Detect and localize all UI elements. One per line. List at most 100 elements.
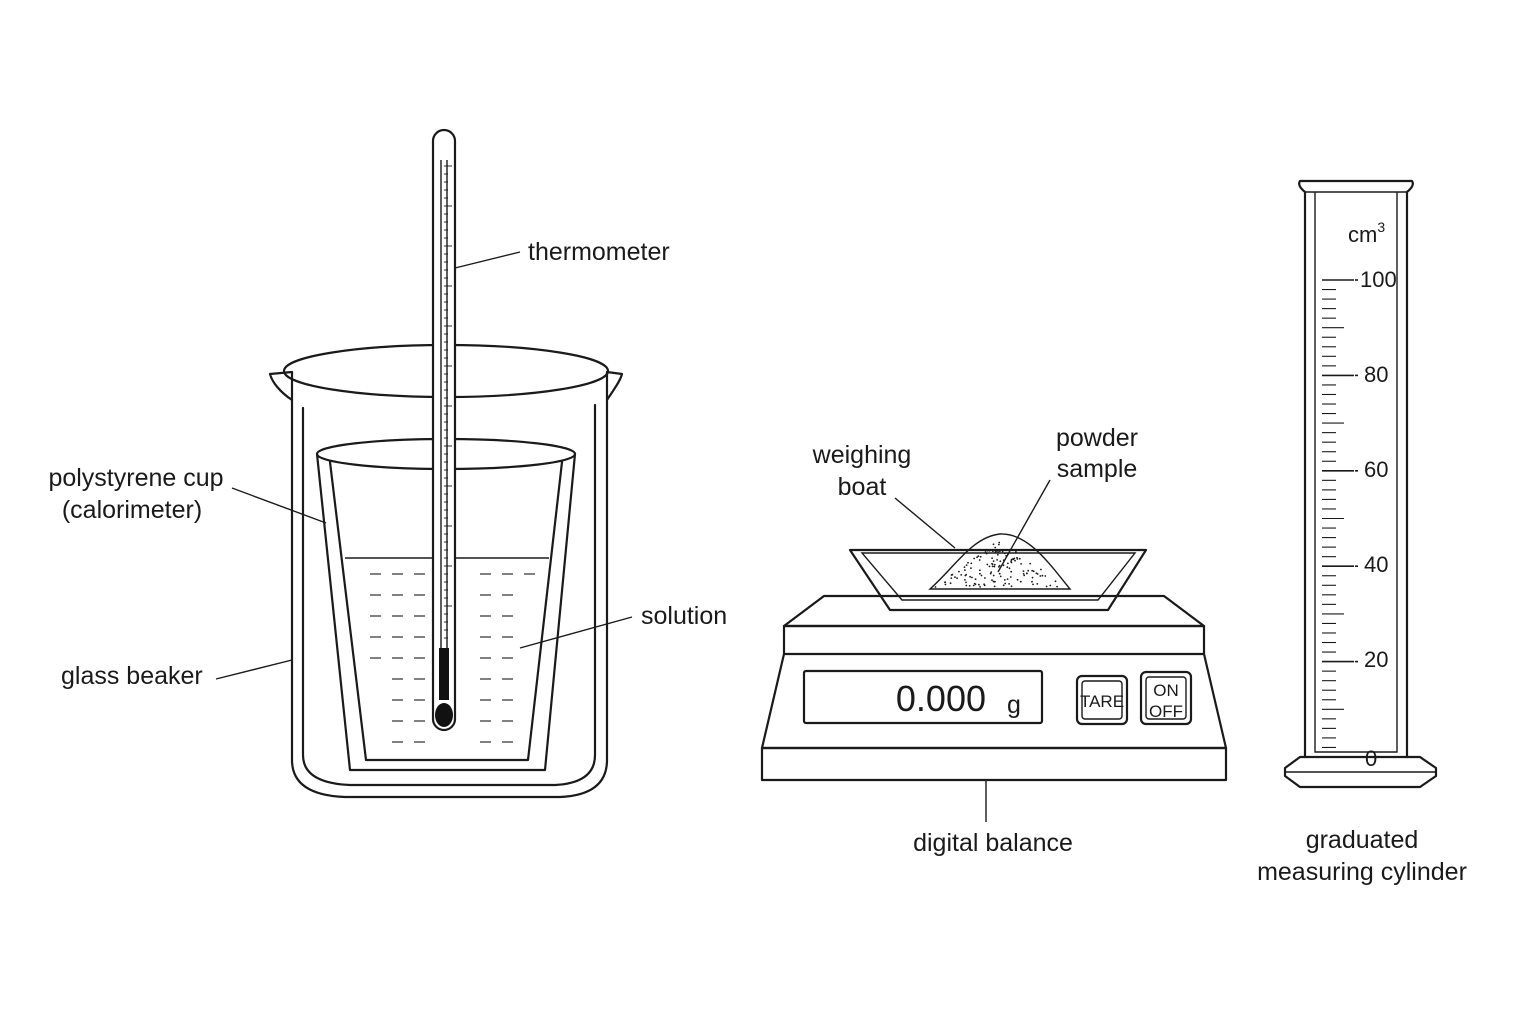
powder-grain: [1031, 569, 1034, 572]
powder-grain: [996, 559, 998, 561]
powder-grain: [968, 585, 971, 587]
powder-grain: [1010, 561, 1013, 564]
powder-grain: [996, 553, 999, 556]
powder-grain: [1008, 583, 1010, 585]
powder-grain: [1054, 580, 1057, 583]
balance-reading: 0.000: [896, 678, 986, 719]
powder-grain: [965, 581, 967, 584]
label-cylinder-line1: graduated: [1306, 826, 1419, 854]
powder-grain: [1049, 584, 1052, 587]
powder-grain: [986, 549, 989, 552]
powder-grain: [1009, 576, 1012, 578]
powder-grain: [978, 583, 980, 586]
powder-grain: [1008, 567, 1011, 570]
cylinder-scale: [1322, 279, 1358, 758]
powder-grain: [986, 563, 989, 566]
powder-grain: [991, 565, 994, 568]
powder-grain: [984, 577, 986, 579]
powder-grain: [1010, 570, 1013, 573]
powder-grain: [998, 564, 1001, 567]
label-cup-line2: (calorimeter): [62, 496, 202, 524]
powder-grain: [1036, 583, 1039, 585]
powder-grain: [976, 556, 978, 559]
powder-grain: [1002, 564, 1005, 567]
powder-grain: [970, 567, 972, 569]
label-beaker: glass beaker: [61, 662, 203, 690]
powder-grain: [1019, 580, 1022, 583]
powder-grain: [960, 574, 963, 576]
powder-grain: [1012, 558, 1014, 560]
powder-grain: [1045, 585, 1048, 588]
powder-grain: [974, 578, 977, 581]
powder-grain: [1032, 570, 1035, 573]
label-powder-line1: powder: [1056, 424, 1138, 452]
powder-grain: [993, 565, 996, 568]
powder-grain: [998, 541, 1001, 544]
powder-grain: [1007, 562, 1009, 565]
powder-grain: [989, 572, 992, 575]
powder-grain: [1022, 573, 1025, 575]
powder-grain: [970, 562, 973, 565]
powder-grain: [1003, 552, 1006, 555]
powder-grain: [965, 573, 968, 576]
powder-grains: [934, 541, 1058, 588]
powder-grain: [992, 550, 994, 553]
powder-grain: [994, 551, 997, 553]
label-thermometer: thermometer: [528, 238, 670, 266]
digital-balance: 0.000 g TARE ON OFF: [760, 594, 1228, 782]
powder-grain: [997, 566, 1000, 568]
solution-leader: [519, 616, 633, 649]
powder-grain: [950, 577, 953, 579]
powder-grain: [1013, 557, 1016, 560]
powder-grain: [1014, 559, 1016, 562]
powder-grain: [1020, 563, 1022, 565]
powder-grain: [958, 570, 960, 573]
thermometer-mercury: [439, 648, 449, 700]
powder-grain: [949, 582, 952, 585]
tare-label: TARE: [1080, 692, 1124, 711]
powder-grain: [979, 572, 981, 575]
powder-grain: [998, 543, 1000, 546]
powder-grain: [977, 555, 980, 557]
powder-grain: [985, 552, 988, 555]
powder-grain: [1010, 585, 1013, 588]
label-solution: solution: [641, 602, 727, 630]
powder-grain: [944, 581, 946, 584]
cylinder-scale-40: 40: [1364, 552, 1388, 577]
thermometer: [431, 128, 457, 732]
powder-grain: [992, 543, 995, 546]
weighing-boat: [848, 548, 1148, 612]
powder-grain: [965, 564, 968, 566]
powder-grain: [1032, 583, 1034, 586]
boat-leader: [894, 497, 956, 549]
powder-grain: [993, 585, 996, 588]
powder-grain: [1003, 579, 1006, 581]
power-on-label: ON: [1153, 681, 1179, 700]
power-button[interactable]: ON OFF: [1139, 670, 1193, 726]
powder-grain: [988, 565, 991, 568]
powder-grain: [967, 561, 969, 564]
powder-grain: [971, 576, 973, 579]
powder-grain: [1031, 576, 1034, 579]
powder-grain: [984, 551, 987, 553]
label-cup-line1: polystyrene cup: [48, 464, 223, 492]
powder-grain: [963, 566, 966, 568]
beaker-leader: [215, 659, 293, 680]
powder-grain: [1006, 566, 1009, 569]
powder-grain: [969, 575, 971, 578]
label-balance: digital balance: [913, 829, 1073, 857]
solution-liquid: [345, 557, 549, 743]
powder-grain: [983, 583, 985, 586]
powder-grain: [973, 557, 976, 560]
powder-grain: [998, 572, 1001, 575]
powder-grain: [1056, 585, 1058, 588]
powder-grain: [1015, 551, 1017, 553]
powder-grain: [951, 573, 954, 576]
measuring-cylinder: [1283, 179, 1438, 789]
powder-grain: [991, 562, 993, 565]
powder-grain: [1035, 572, 1038, 575]
tare-button[interactable]: TARE: [1075, 674, 1129, 726]
powder-grain: [992, 560, 995, 562]
